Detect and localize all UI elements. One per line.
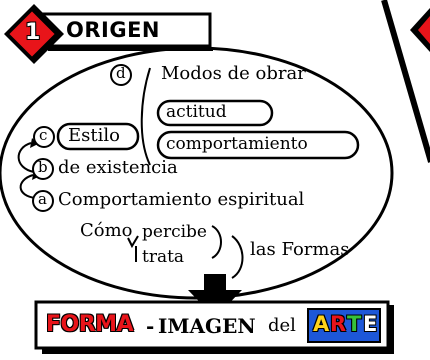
arrow-a-to-b [19, 174, 37, 199]
arrow-b-to-c [17, 142, 35, 173]
section-number: 1 [25, 20, 41, 45]
trata-label: trata [142, 247, 185, 267]
marker-b-circle [32, 158, 54, 180]
section-title: ORIGEN [66, 18, 160, 42]
marker-d: d [116, 64, 126, 82]
las-formas-label: las Formas [250, 239, 350, 260]
imagen-word: IMAGEN [158, 314, 256, 338]
arte-letter-e: E [363, 312, 378, 336]
actitud-pill [156, 99, 274, 127]
del-word: del [268, 315, 296, 336]
actitud-label: actitud [166, 102, 227, 122]
forma-word: FORMA [46, 312, 134, 337]
marker-b: b [38, 158, 48, 176]
estilo-pill [56, 122, 140, 151]
comportamiento-espiritual: Comportamiento espiritual [58, 189, 305, 210]
comportamiento-label: comportamiento [166, 134, 308, 154]
percibe-close [211, 225, 222, 259]
arrowhead-c [30, 138, 38, 148]
marker-c: c [39, 126, 48, 144]
como-label: Cómo [80, 220, 133, 241]
arte-letter-t: T [347, 312, 362, 336]
arte-letter-a: A [313, 312, 330, 336]
arte-box-bg [307, 308, 381, 343]
next-panel-stroke [381, 0, 430, 163]
d-bracket [140, 67, 151, 166]
header-tab [38, 12, 212, 48]
next-panel-badge [418, 16, 430, 44]
marker-a: a [38, 190, 47, 208]
de-existencia: de existencia [58, 157, 178, 178]
down-arrow-stem [204, 274, 226, 294]
comportamiento-pill [156, 130, 360, 160]
marker-c-circle [33, 126, 55, 148]
como-branch [127, 235, 139, 262]
estilo-label: Estilo [68, 125, 120, 146]
modos-de-obrar: Modos de obrar [161, 63, 306, 84]
banner-dash: - [146, 314, 155, 338]
marker-d-circle [110, 64, 132, 86]
percibe-label: percibe [142, 222, 207, 242]
number-badge [6, 8, 58, 60]
arte-letter-r: R [330, 312, 347, 336]
formas-bracket [231, 235, 244, 279]
marker-a-circle [32, 190, 54, 212]
